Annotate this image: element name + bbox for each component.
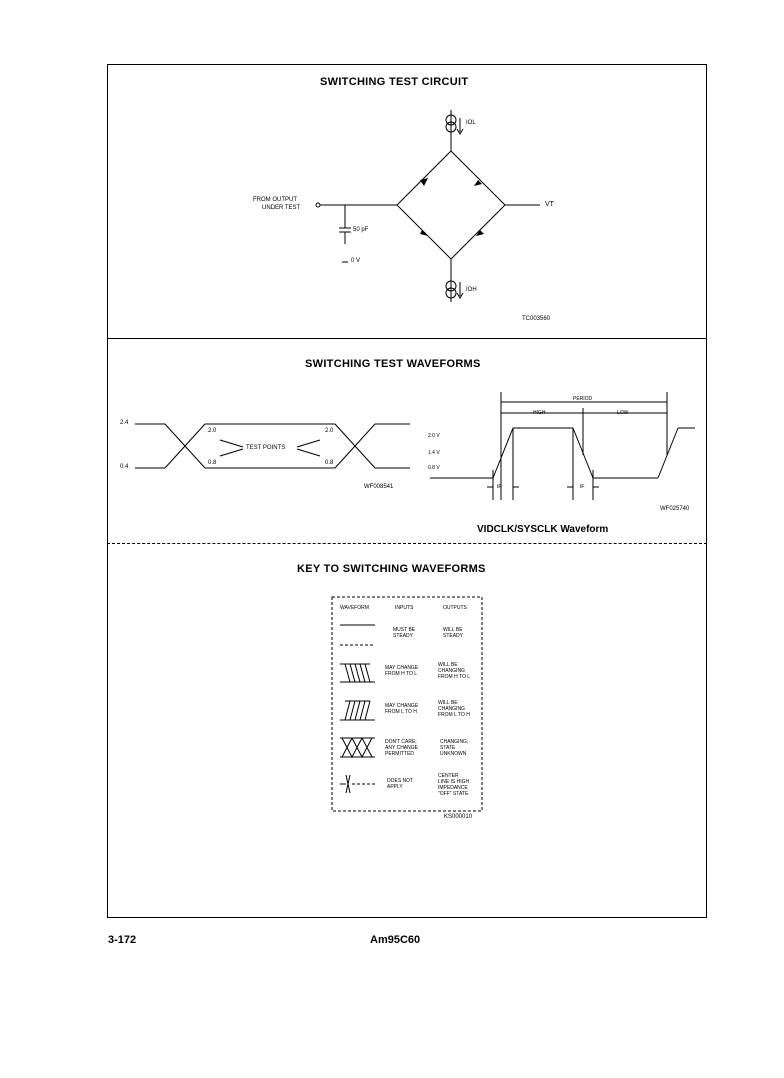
- left-waveform-figure-id: WF008541: [364, 484, 394, 490]
- key-row5-inputs: DOES NOT APPLY: [387, 778, 414, 790]
- key-header-outputs: OUTPUTS: [443, 605, 467, 611]
- page-number: 3-172: [108, 934, 137, 946]
- key-row1-outputs: WILL BE STEADY: [443, 627, 464, 639]
- circuit-title: SWITCHING TEST CIRCUIT: [320, 76, 469, 88]
- key-row1-inputs: MUST BE STEADY: [393, 627, 416, 639]
- ground-label: 0 V: [351, 258, 361, 264]
- level-2-0-left: 2.0: [208, 428, 217, 434]
- v20-label: 2.0 V: [428, 433, 440, 439]
- page-frame: [107, 64, 707, 918]
- test-circuit-diagram: [315, 110, 540, 302]
- low-label: LOW: [617, 410, 629, 416]
- right-waveform-figure-id: WF025740: [660, 506, 690, 512]
- ioh-label: IOH: [466, 287, 477, 293]
- part-number: Am95C60: [370, 934, 421, 946]
- rise-time-label: tR: [497, 484, 502, 490]
- fall-time-label: tF: [580, 484, 585, 490]
- circuit-figure-id: TC003560: [522, 316, 551, 322]
- high-label: HIGH: [533, 410, 546, 416]
- section-divider: [107, 543, 707, 544]
- key-row3-inputs: MAY CHANGE FROM L TO H: [385, 703, 419, 715]
- key-header-waveform: WAVEFORM: [340, 605, 369, 611]
- iol-label: IOL: [466, 120, 476, 126]
- test-points-label: TEST POINTS: [246, 445, 286, 451]
- vhigh-label: 2.4: [120, 420, 129, 426]
- capacitor-label: 50 pF: [353, 227, 369, 233]
- v08-label: 0.8 V: [428, 465, 440, 471]
- key-title: KEY TO SWITCHING WAVEFORMS: [297, 563, 486, 575]
- waveforms-title: SWITCHING TEST WAVEFORMS: [305, 358, 481, 370]
- section-divider: [107, 338, 707, 339]
- key-row4-outputs: CHANGING; STATE UNKNOWN: [440, 739, 469, 757]
- input-label-line2: UNDER TEST: [262, 205, 301, 211]
- key-row3-outputs: WILL BE CHANGING FROM L TO H: [438, 700, 470, 718]
- key-row4-inputs: DON'T CARE; ANY CHANGE PERMITTED: [385, 739, 418, 757]
- level-2-0-right: 2.0: [325, 428, 334, 434]
- key-figure-id: KS000010: [444, 814, 473, 820]
- vt-label: VT: [545, 201, 554, 208]
- key-header-inputs: INPUTS: [395, 605, 414, 611]
- level-0-8-right: 0.8: [325, 460, 334, 466]
- clock-waveform: [430, 392, 695, 500]
- period-label: PERIOD: [573, 396, 593, 402]
- key-row2-outputs: WILL BE CHANGING FROM H TO L: [438, 662, 471, 680]
- key-row2-inputs: MAY CHANGE FROM H TO L: [385, 665, 419, 677]
- level-0-8-left: 0.8: [208, 460, 217, 466]
- key-table: [331, 596, 483, 812]
- vlow-label: 0.4: [120, 464, 129, 470]
- key-row5-outputs: CENTER LINE IS HIGH IMPEDANCE "OFF" STAT…: [438, 773, 470, 797]
- clock-waveform-caption: VIDCLK/SYSCLK Waveform: [477, 524, 609, 535]
- input-label-line1: FROM OUTPUT: [253, 197, 297, 203]
- v14-label: 1.4 V: [428, 450, 440, 456]
- test-points-waveform: [135, 423, 410, 469]
